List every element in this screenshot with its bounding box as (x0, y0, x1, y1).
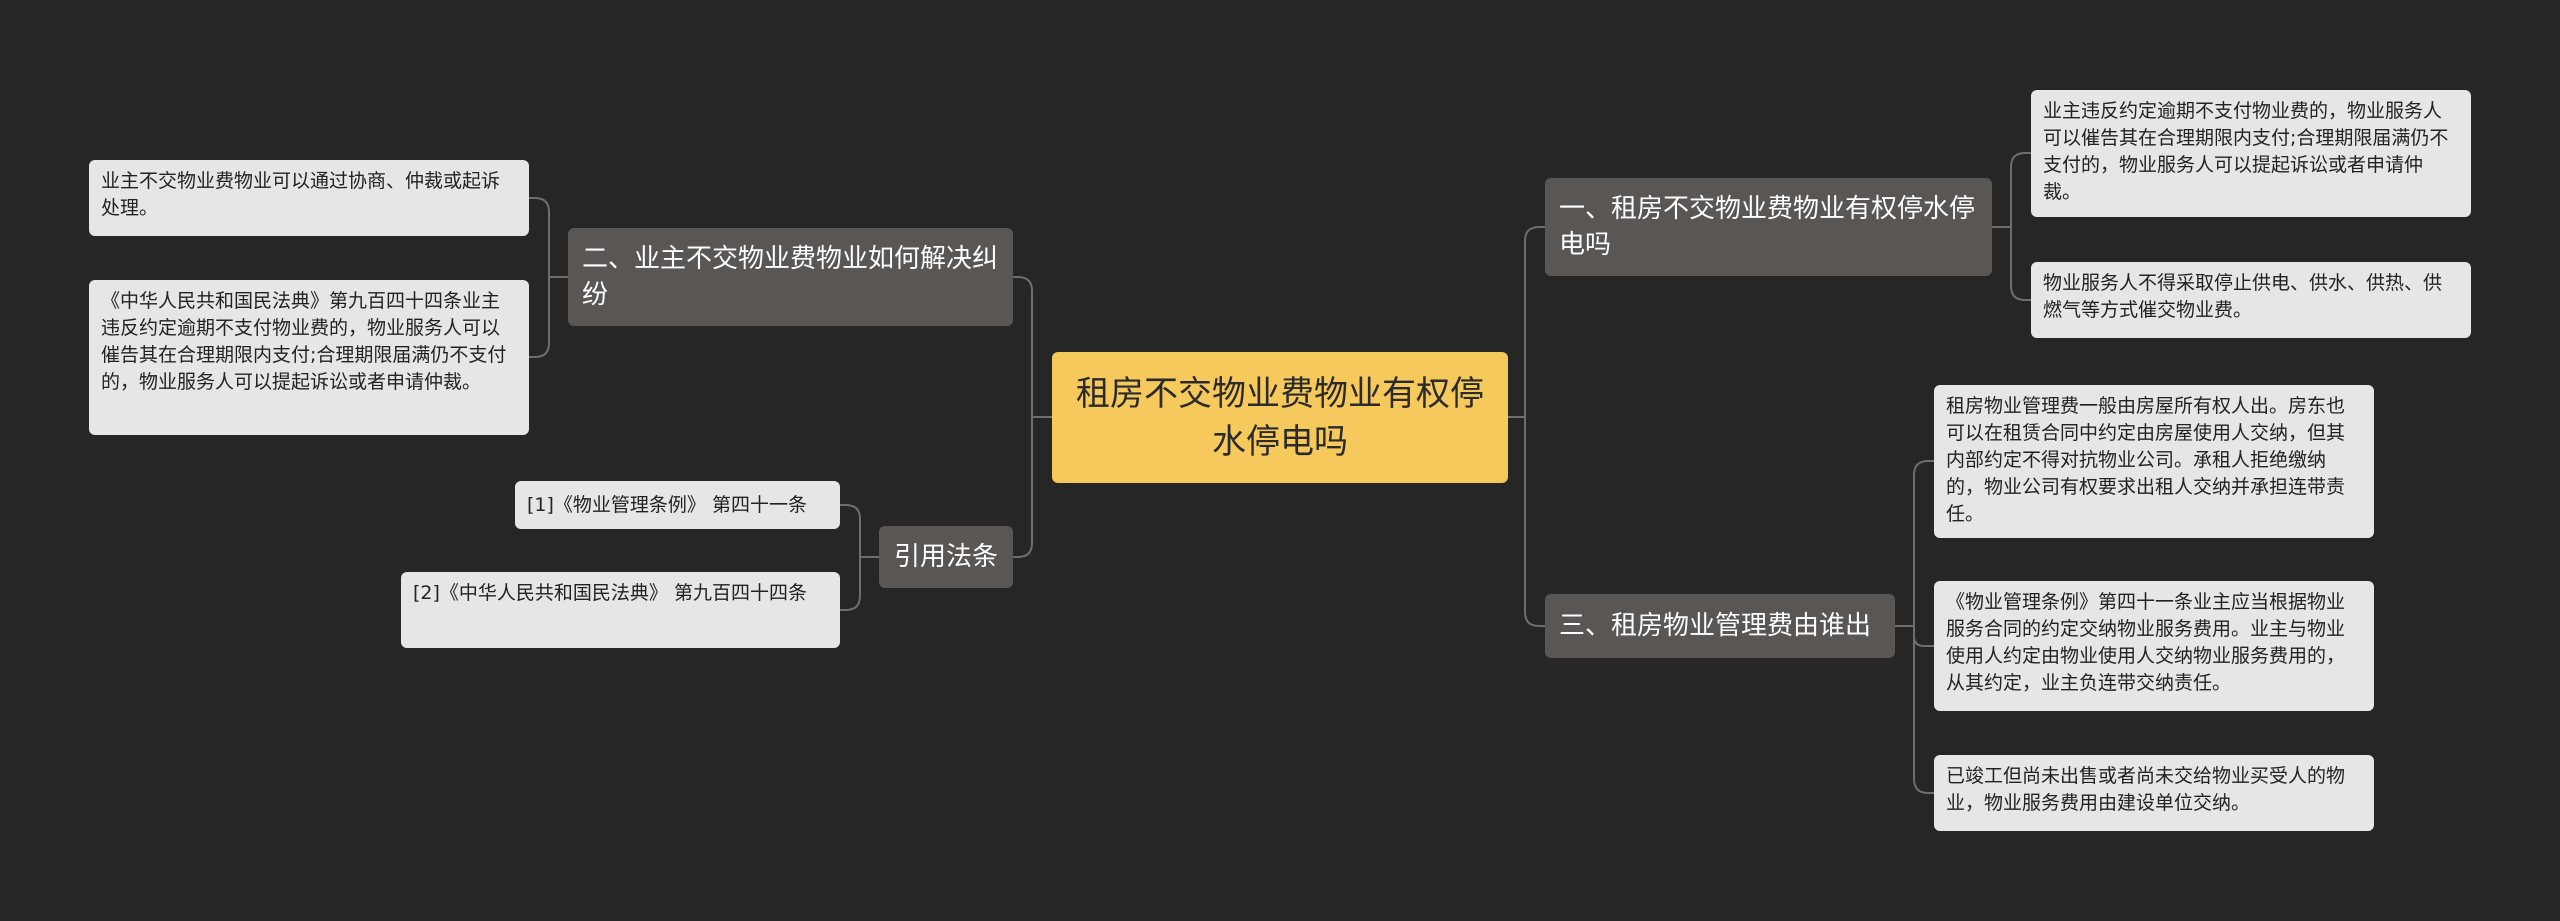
connector-line (840, 556, 879, 611)
connector-line (840, 504, 879, 558)
connector-line (529, 276, 568, 358)
connector-line (529, 197, 568, 278)
connector-line (1013, 416, 1052, 558)
leaf-note[interactable]: 业主不交物业费物业可以通过协商、仲裁或起诉处理。 (89, 160, 529, 236)
branch-topic-who-pays[interactable]: 三、租房物业管理费由谁出 (1545, 594, 1895, 658)
connector-line (1992, 226, 2031, 301)
connector-line (1508, 416, 1545, 627)
leaf-note[interactable]: 业主违反约定逾期不支付物业费的，物业服务人可以催告其在合理期限内支付;合理期限届… (2031, 90, 2471, 217)
leaf-note[interactable]: 已竣工但尚未出售或者尚未交给物业买受人的物业，物业服务费用由建设单位交纳。 (1934, 755, 2374, 831)
connector-line (1992, 152, 2031, 228)
branch-topic-rent-utility-cutoff[interactable]: 一、租房不交物业费物业有权停水停电吗 (1545, 178, 1992, 276)
connector-line (1895, 460, 1934, 627)
connector-line (1013, 276, 1052, 418)
root-topic[interactable]: 租房不交物业费物业有权停水停电吗 (1052, 352, 1508, 483)
branch-topic-dispute-resolution[interactable]: 二、业主不交物业费物业如何解决纠纷 (568, 228, 1013, 326)
leaf-citation[interactable]: [1]《物业管理条例》 第四十一条 (515, 481, 840, 529)
branch-topic-cited-laws[interactable]: 引用法条 (879, 526, 1013, 588)
leaf-citation[interactable]: [2]《中华人民共和国民法典》 第九百四十四条 (401, 572, 840, 648)
leaf-note[interactable]: 《物业管理条例》第四十一条业主应当根据物业服务合同的约定交纳物业服务费用。业主与… (1934, 581, 2374, 711)
leaf-note[interactable]: 《中华人民共和国民法典》第九百四十四条业主违反约定逾期不支付物业费的，物业服务人… (89, 280, 529, 435)
connector-line (1895, 625, 1934, 794)
leaf-note[interactable]: 物业服务人不得采取停止供电、供水、供热、供燃气等方式催交物业费。 (2031, 262, 2471, 338)
leaf-note[interactable]: 租房物业管理费一般由房屋所有权人出。房东也可以在租赁合同中约定由房屋使用人交纳，… (1934, 385, 2374, 538)
connector-line (1508, 226, 1545, 418)
